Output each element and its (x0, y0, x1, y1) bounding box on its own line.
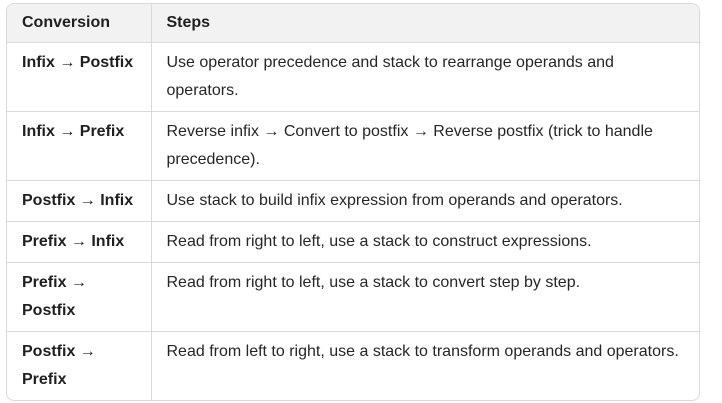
conversion-cell: Postfix → Infix (7, 179, 151, 221)
steps-cell: Reverse infix → Convert to postfix → Rev… (150, 110, 699, 180)
conversion-cell: Prefix → Infix (7, 220, 151, 262)
steps-cell: Read from right to left, use a stack to … (150, 261, 699, 331)
column-header-conversion: Conversion (7, 4, 151, 43)
column-header-steps: Steps (150, 4, 699, 43)
table-header: Conversion Steps (7, 4, 699, 43)
steps-cell: Read from left to right, use a stack to … (150, 330, 699, 400)
table-row: Infix → Postfix Use operator precedence … (7, 42, 699, 111)
conversion-cell: Infix → Prefix (7, 110, 151, 180)
table-row: Postfix → Prefix Read from left to right… (7, 330, 699, 400)
table-row: Infix → Prefix Reverse infix → Convert t… (7, 110, 699, 180)
steps-cell: Read from right to left, use a stack to … (150, 220, 699, 262)
table-body: Infix → Postfix Use operator precedence … (7, 42, 699, 400)
table-header-row: Conversion Steps (7, 4, 699, 43)
conversion-cell: Postfix → Prefix (7, 330, 151, 400)
conversion-cell: Infix → Postfix (22, 53, 134, 71)
steps-cell: Use operator precedence and stack to rea… (150, 42, 699, 111)
table-row: Prefix → Postfix Read from right to left… (7, 261, 699, 331)
table-row: Postfix → Infix Use stack to build infix… (7, 179, 699, 221)
steps-cell: Use stack to build infix expression from… (150, 179, 699, 221)
conversion-table-container: Conversion Steps Infix → Postfix Use ope… (6, 3, 700, 401)
conversion-cell: Prefix → Postfix (7, 261, 151, 331)
conversion-table: Conversion Steps Infix → Postfix Use ope… (7, 4, 699, 400)
table-row: Prefix → Infix Read from right to left, … (7, 220, 699, 262)
